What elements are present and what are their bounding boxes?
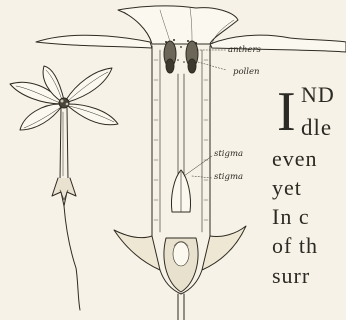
drop-cap: I <box>277 84 296 140</box>
label-stigma-lower: stigma <box>214 173 243 182</box>
label-anthers: anthers <box>228 46 261 55</box>
label-pollen: pollen <box>233 68 260 77</box>
text-line-3: even <box>272 148 318 170</box>
text-line-1: ND <box>301 84 335 106</box>
text-line-4: yet <box>272 177 302 199</box>
text-line-2: dle <box>301 116 332 139</box>
text-line-7: surr <box>272 265 310 287</box>
label-stigma-upper: stigma <box>214 150 243 159</box>
whole-flower-drawing <box>10 66 118 310</box>
text-line-5: In c <box>272 206 310 228</box>
text-line-6: of th <box>272 235 318 257</box>
